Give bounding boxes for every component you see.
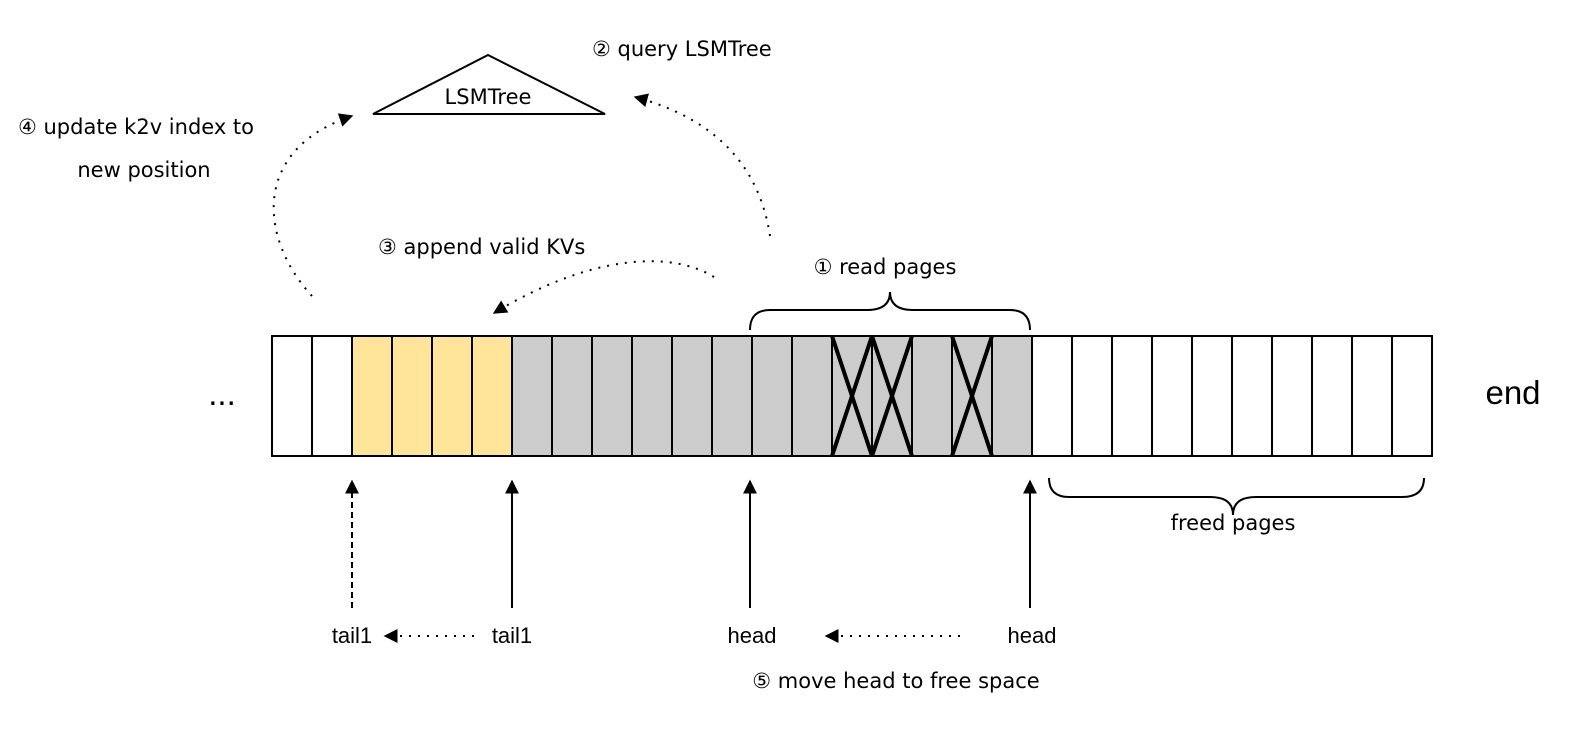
page-cell-free	[1111, 335, 1153, 457]
page-cell-valid	[351, 335, 393, 457]
update-index-arrow	[272, 113, 354, 297]
read-pages-brace	[749, 291, 1031, 331]
page-cell-free	[1351, 335, 1393, 457]
lsmtree-triangle	[372, 53, 606, 115]
page-cell-free	[271, 335, 313, 457]
page-cell-valid	[471, 335, 513, 457]
tail-old-label: tail1	[332, 623, 372, 648]
step2-label: ② query LSMTree	[592, 37, 772, 61]
invalid-page-cross	[830, 335, 874, 457]
page-cell-free	[1391, 335, 1433, 457]
page-cell-valid	[391, 335, 433, 457]
page-cell-free	[1311, 335, 1353, 457]
page-cell-free	[1031, 335, 1073, 457]
page-strip	[271, 335, 1433, 457]
ellipsis-label: ...	[208, 375, 236, 412]
page-cell-used	[591, 335, 633, 457]
page-cell-used	[991, 335, 1033, 457]
invalid-page-cross	[870, 335, 914, 457]
page-cell-used	[911, 335, 953, 457]
head-old-label: head	[1008, 623, 1057, 648]
page-cell-used	[751, 335, 793, 457]
page-cell-free	[1151, 335, 1193, 457]
page-cell-used	[711, 335, 753, 457]
step1-label: ① read pages	[814, 255, 957, 279]
page-cell-used	[791, 335, 833, 457]
page-cell-used	[631, 335, 673, 457]
step4-label-line1: ④ update k2v index to	[18, 115, 254, 139]
freed-pages-brace	[1048, 477, 1425, 516]
page-cell-free	[1191, 335, 1233, 457]
page-cell-used	[511, 335, 553, 457]
lsmtree-label: LSMTree	[445, 85, 532, 109]
end-label: end	[1485, 374, 1540, 411]
page-cell-used	[551, 335, 593, 457]
step3-label: ③ append valid KVs	[378, 235, 585, 259]
page-cell-free	[1271, 335, 1313, 457]
page-cell-free	[1071, 335, 1113, 457]
tail-new-label: tail1	[492, 623, 532, 648]
head-new-label: head	[728, 623, 777, 648]
step4-label-line2: new position	[77, 158, 210, 182]
step5-label: ⑤ move head to free space	[752, 669, 1039, 693]
page-cell-free	[1231, 335, 1273, 457]
invalid-page-cross	[950, 335, 994, 457]
page-cell-used	[671, 335, 713, 457]
append-valid-kvs-arrow	[492, 260, 715, 314]
query-lsmtree-arrow	[633, 93, 771, 237]
page-cell-valid	[431, 335, 473, 457]
page-cell-free	[311, 335, 353, 457]
